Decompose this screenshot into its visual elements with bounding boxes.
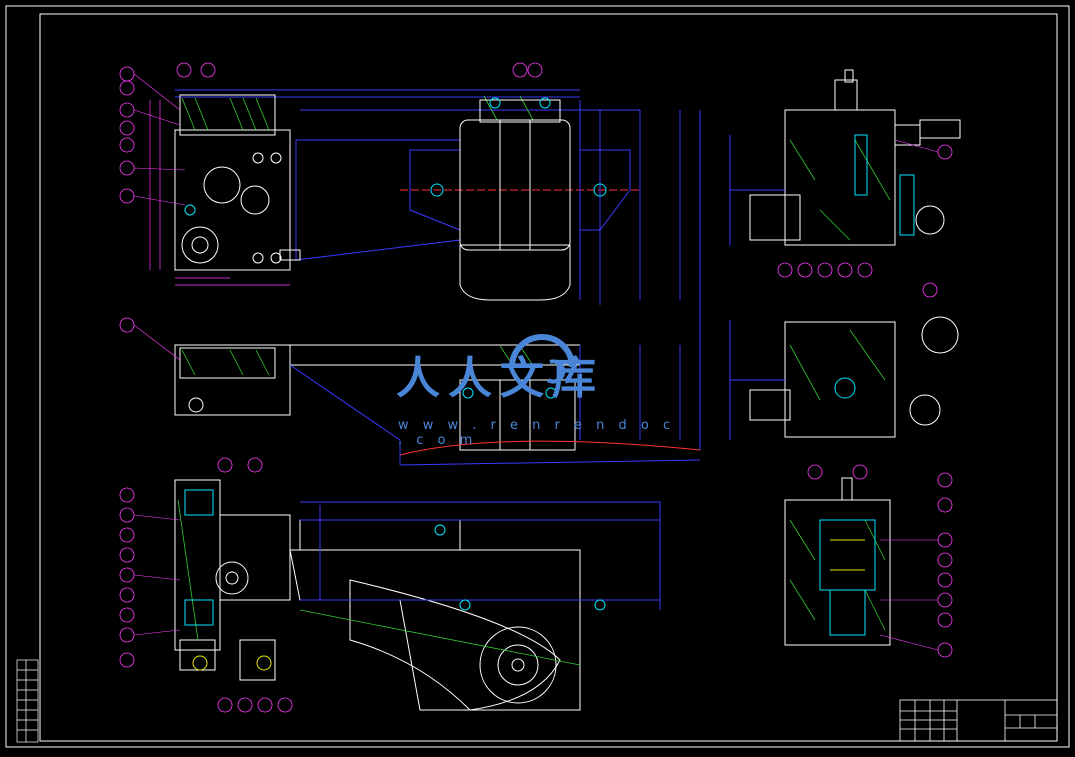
leader-lines xyxy=(133,73,939,651)
watermark-logo-icon xyxy=(509,334,575,384)
watermark-url: w w w . r e n r e n d o c . c o m xyxy=(398,418,676,448)
side-view-bottom-section xyxy=(784,477,891,646)
title-block xyxy=(899,699,1058,742)
front-view-assembly xyxy=(174,344,701,466)
watermark: 人人文库 w w w . r e n r e n d o c . c o m xyxy=(392,322,692,448)
bottom-section-assembly xyxy=(174,479,661,711)
side-view-top xyxy=(729,69,961,246)
side-view-middle xyxy=(729,316,959,440)
inner-frame xyxy=(39,13,1058,742)
watermark-text: 人人文库 xyxy=(396,353,604,404)
outer-frame xyxy=(5,5,1070,748)
top-view-assembly xyxy=(149,89,701,450)
side-revision-strip xyxy=(16,659,39,743)
